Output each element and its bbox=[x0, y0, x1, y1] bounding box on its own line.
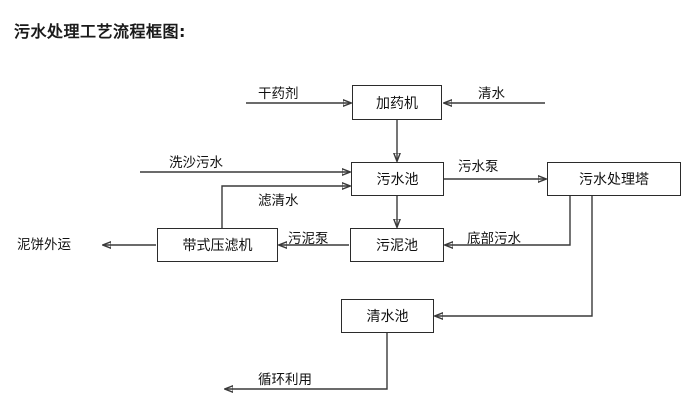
edge-label-clean-water: 清水 bbox=[478, 86, 505, 102]
wire-recycle-reuse bbox=[225, 333, 388, 389]
node-sludge-pool[interactable]: 污泥池 bbox=[350, 228, 444, 262]
node-clear-water-pool[interactable]: 清水池 bbox=[341, 299, 434, 333]
node-label-treatment-tower: 污水处理塔 bbox=[579, 172, 649, 188]
wire-tower-to-clear-water bbox=[435, 195, 593, 316]
node-treatment-tower[interactable]: 污水处理塔 bbox=[547, 162, 681, 196]
node-label-sludge-pool: 污泥池 bbox=[376, 238, 418, 254]
wire-filtered-water bbox=[221, 186, 350, 228]
edge-label-mud-cake-transport: 泥饼外运 bbox=[17, 237, 71, 253]
node-dosing-machine[interactable]: 加药机 bbox=[352, 85, 442, 120]
edge-label-sludge-pump: 污泥泵 bbox=[288, 231, 329, 247]
edge-label-dry-agent: 干药剂 bbox=[258, 86, 299, 102]
page-title: 污水处理工艺流程框图: bbox=[14, 22, 186, 41]
edge-label-recycle-reuse: 循环利用 bbox=[258, 372, 312, 388]
node-label-sewage-pool: 污水池 bbox=[376, 172, 419, 188]
wire-bottom-sewage bbox=[445, 195, 571, 245]
node-sewage-pool[interactable]: 污水池 bbox=[351, 162, 444, 196]
node-label-dosing-machine: 加药机 bbox=[376, 95, 418, 112]
node-belt-filter-press[interactable]: 带式压滤机 bbox=[157, 228, 278, 262]
node-label-belt-filter-press: 带式压滤机 bbox=[182, 238, 253, 254]
edge-label-filtered-clear-water: 滤清水 bbox=[258, 193, 299, 209]
edge-label-sewage-pump: 污水泵 bbox=[458, 159, 499, 175]
node-label-clear-water-pool: 清水池 bbox=[366, 309, 409, 325]
edge-label-bottom-sewage: 底部污水 bbox=[467, 231, 521, 247]
edge-label-sand-washing-sewage: 洗沙污水 bbox=[169, 155, 223, 171]
